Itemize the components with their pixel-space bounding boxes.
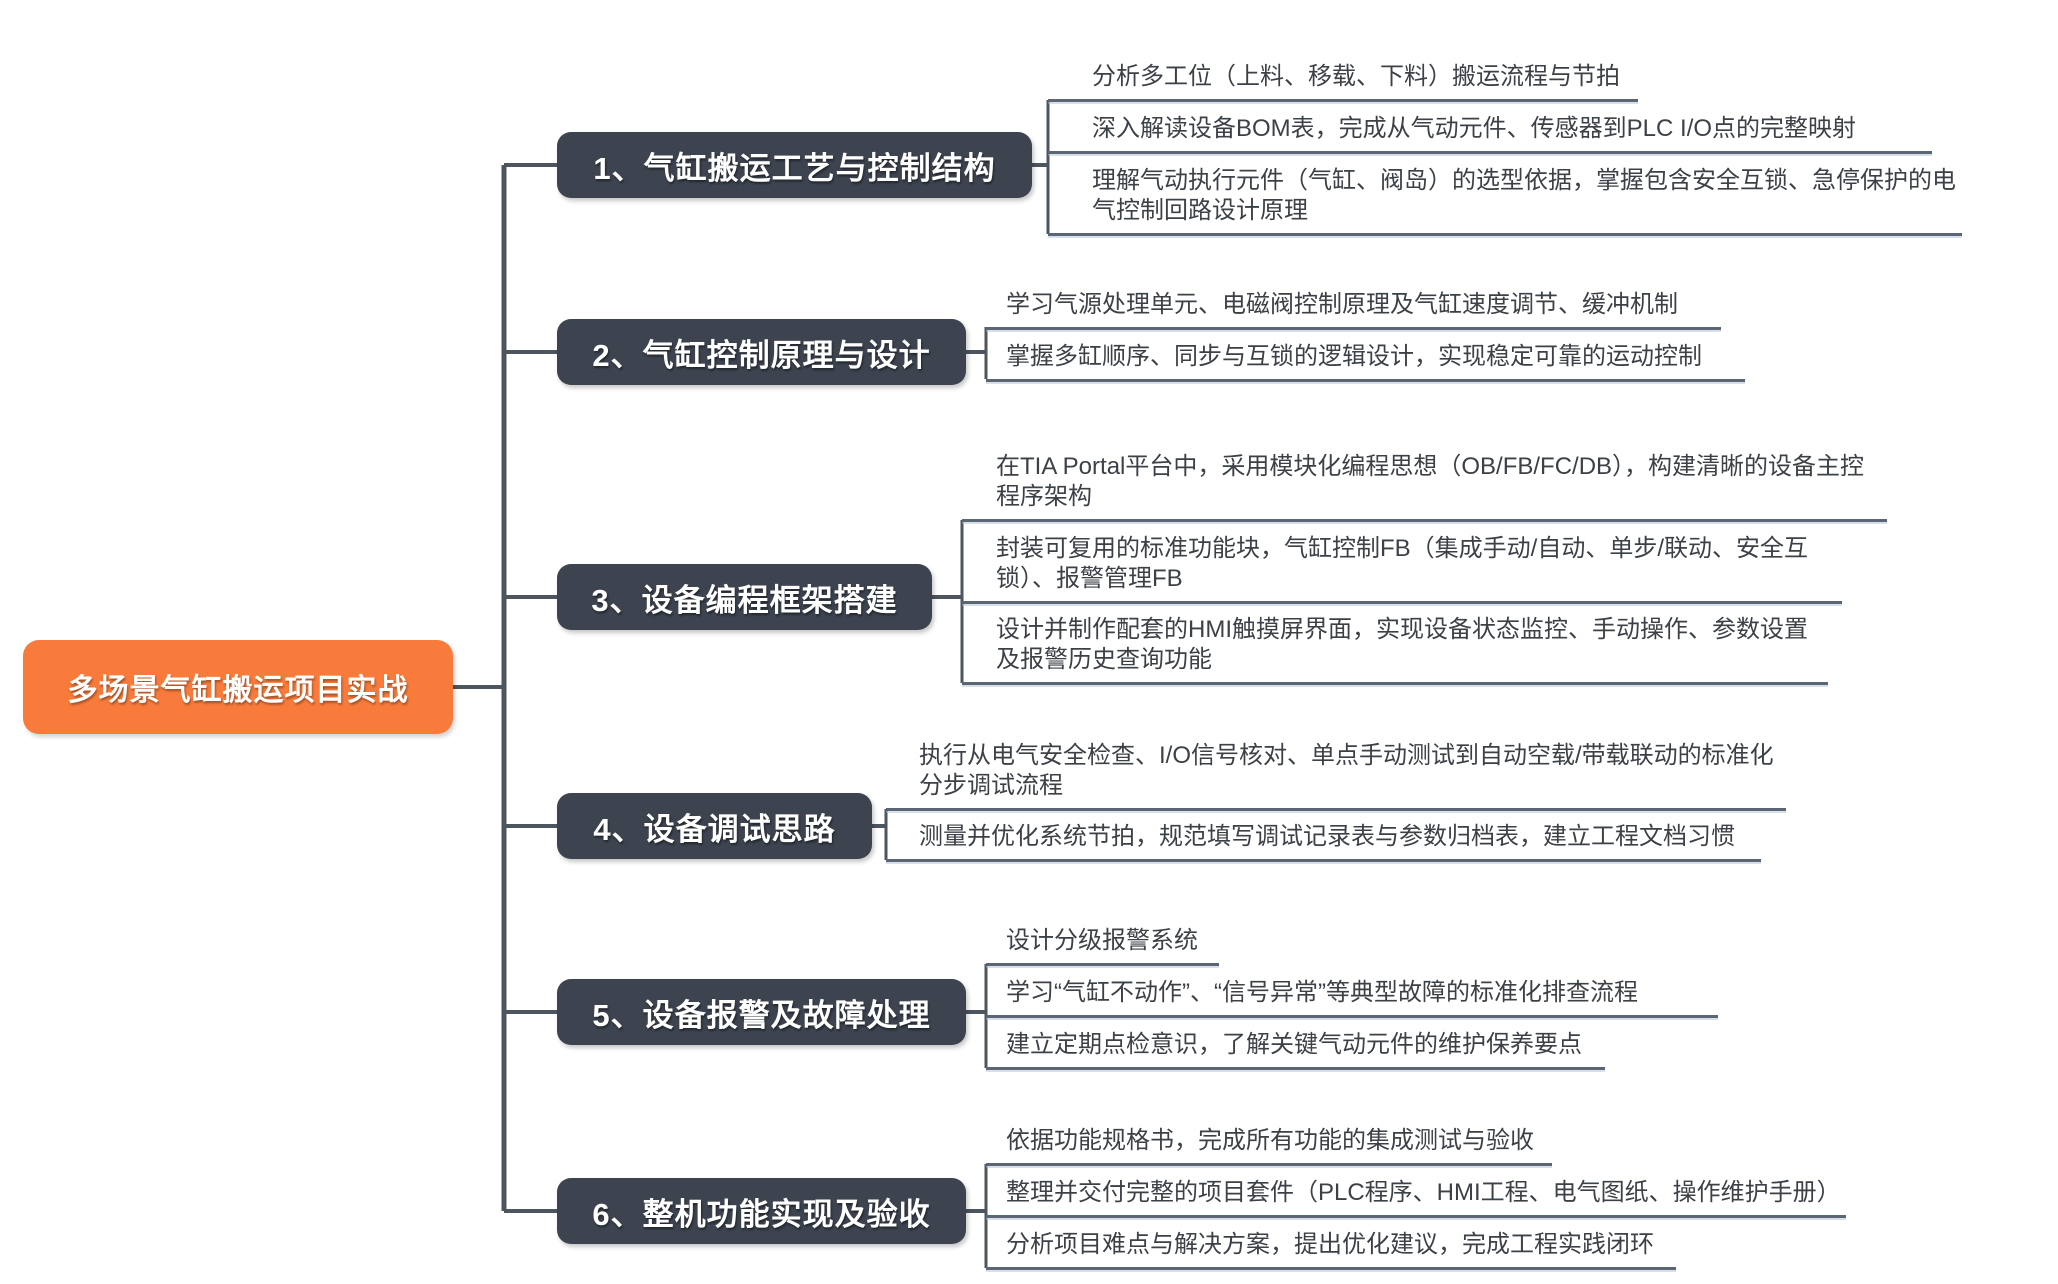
branch-1-leaf-2[interactable]: 深入解读设备BOM表，完成从气动元件、传感器到PLC I/O点的完整映射: [1048, 114, 1932, 154]
branch-4-leaf-1[interactable]: 执行从电气安全检查、I/O信号核对、单点手动测试到自动空载/带载联动的标准化分步…: [886, 741, 1786, 811]
branch-3-leaf-1[interactable]: 在TIA Portal平台中，采用模块化编程思想（OB/FB/FC/DB），构建…: [962, 452, 1887, 522]
branch-4-leaf-2[interactable]: 测量并优化系统节拍，规范填写调试记录表与参数归档表，建立工程文档习惯: [886, 822, 1761, 862]
branch-2-topic[interactable]: 2、气缸控制原理与设计: [557, 319, 966, 385]
branch-5-leaf-2[interactable]: 学习“气缸不动作”、“信号异常”等典型故障的标准化排查流程: [986, 978, 1718, 1018]
branch-6-leaf-1[interactable]: 依据功能规格书，完成所有功能的集成测试与验收: [986, 1126, 1552, 1166]
branch-2-leaf-1[interactable]: 学习气源处理单元、电磁阀控制原理及气缸速度调节、缓冲机制: [986, 290, 1721, 330]
branch-1-leaf-3[interactable]: 理解气动执行元件（气缸、阀岛）的选型依据，掌握包含安全互锁、急停保护的电气控制回…: [1048, 166, 1962, 236]
branch-6-leaf-3[interactable]: 分析项目难点与解决方案，提出优化建议，完成工程实践闭环: [986, 1230, 1676, 1270]
branch-2-leaf-2[interactable]: 掌握多缸顺序、同步与互锁的逻辑设计，实现稳定可靠的运动控制: [986, 342, 1745, 382]
branch-1-topic[interactable]: 1、气缸搬运工艺与控制结构: [557, 132, 1032, 198]
branch-4-topic[interactable]: 4、设备调试思路: [557, 793, 872, 859]
root-node[interactable]: 多场景气缸搬运项目实战: [23, 640, 453, 734]
branch-3-leaf-3[interactable]: 设计并制作配套的HMI触摸屏界面，实现设备状态监控、手动操作、参数设置及报警历史…: [962, 615, 1828, 685]
branch-5-leaf-3[interactable]: 建立定期点检意识，了解关键气动元件的维护保养要点: [986, 1030, 1605, 1070]
branch-6-leaf-2[interactable]: 整理并交付完整的项目套件（PLC程序、HMI工程、电气图纸、操作维护手册）: [986, 1178, 1846, 1218]
branch-5-leaf-1[interactable]: 设计分级报警系统: [986, 926, 1219, 966]
branch-3-topic[interactable]: 3、设备编程框架搭建: [557, 564, 932, 630]
branch-3-leaf-2[interactable]: 封装可复用的标准功能块，气缸控制FB（集成手动/自动、单步/联动、安全互锁）、报…: [962, 534, 1842, 604]
branch-1-leaf-1[interactable]: 分析多工位（上料、移载、下料）搬运流程与节拍: [1048, 62, 1638, 102]
branch-6-topic[interactable]: 6、整机功能实现及验收: [557, 1178, 966, 1244]
branch-5-topic[interactable]: 5、设备报警及故障处理: [557, 979, 966, 1045]
